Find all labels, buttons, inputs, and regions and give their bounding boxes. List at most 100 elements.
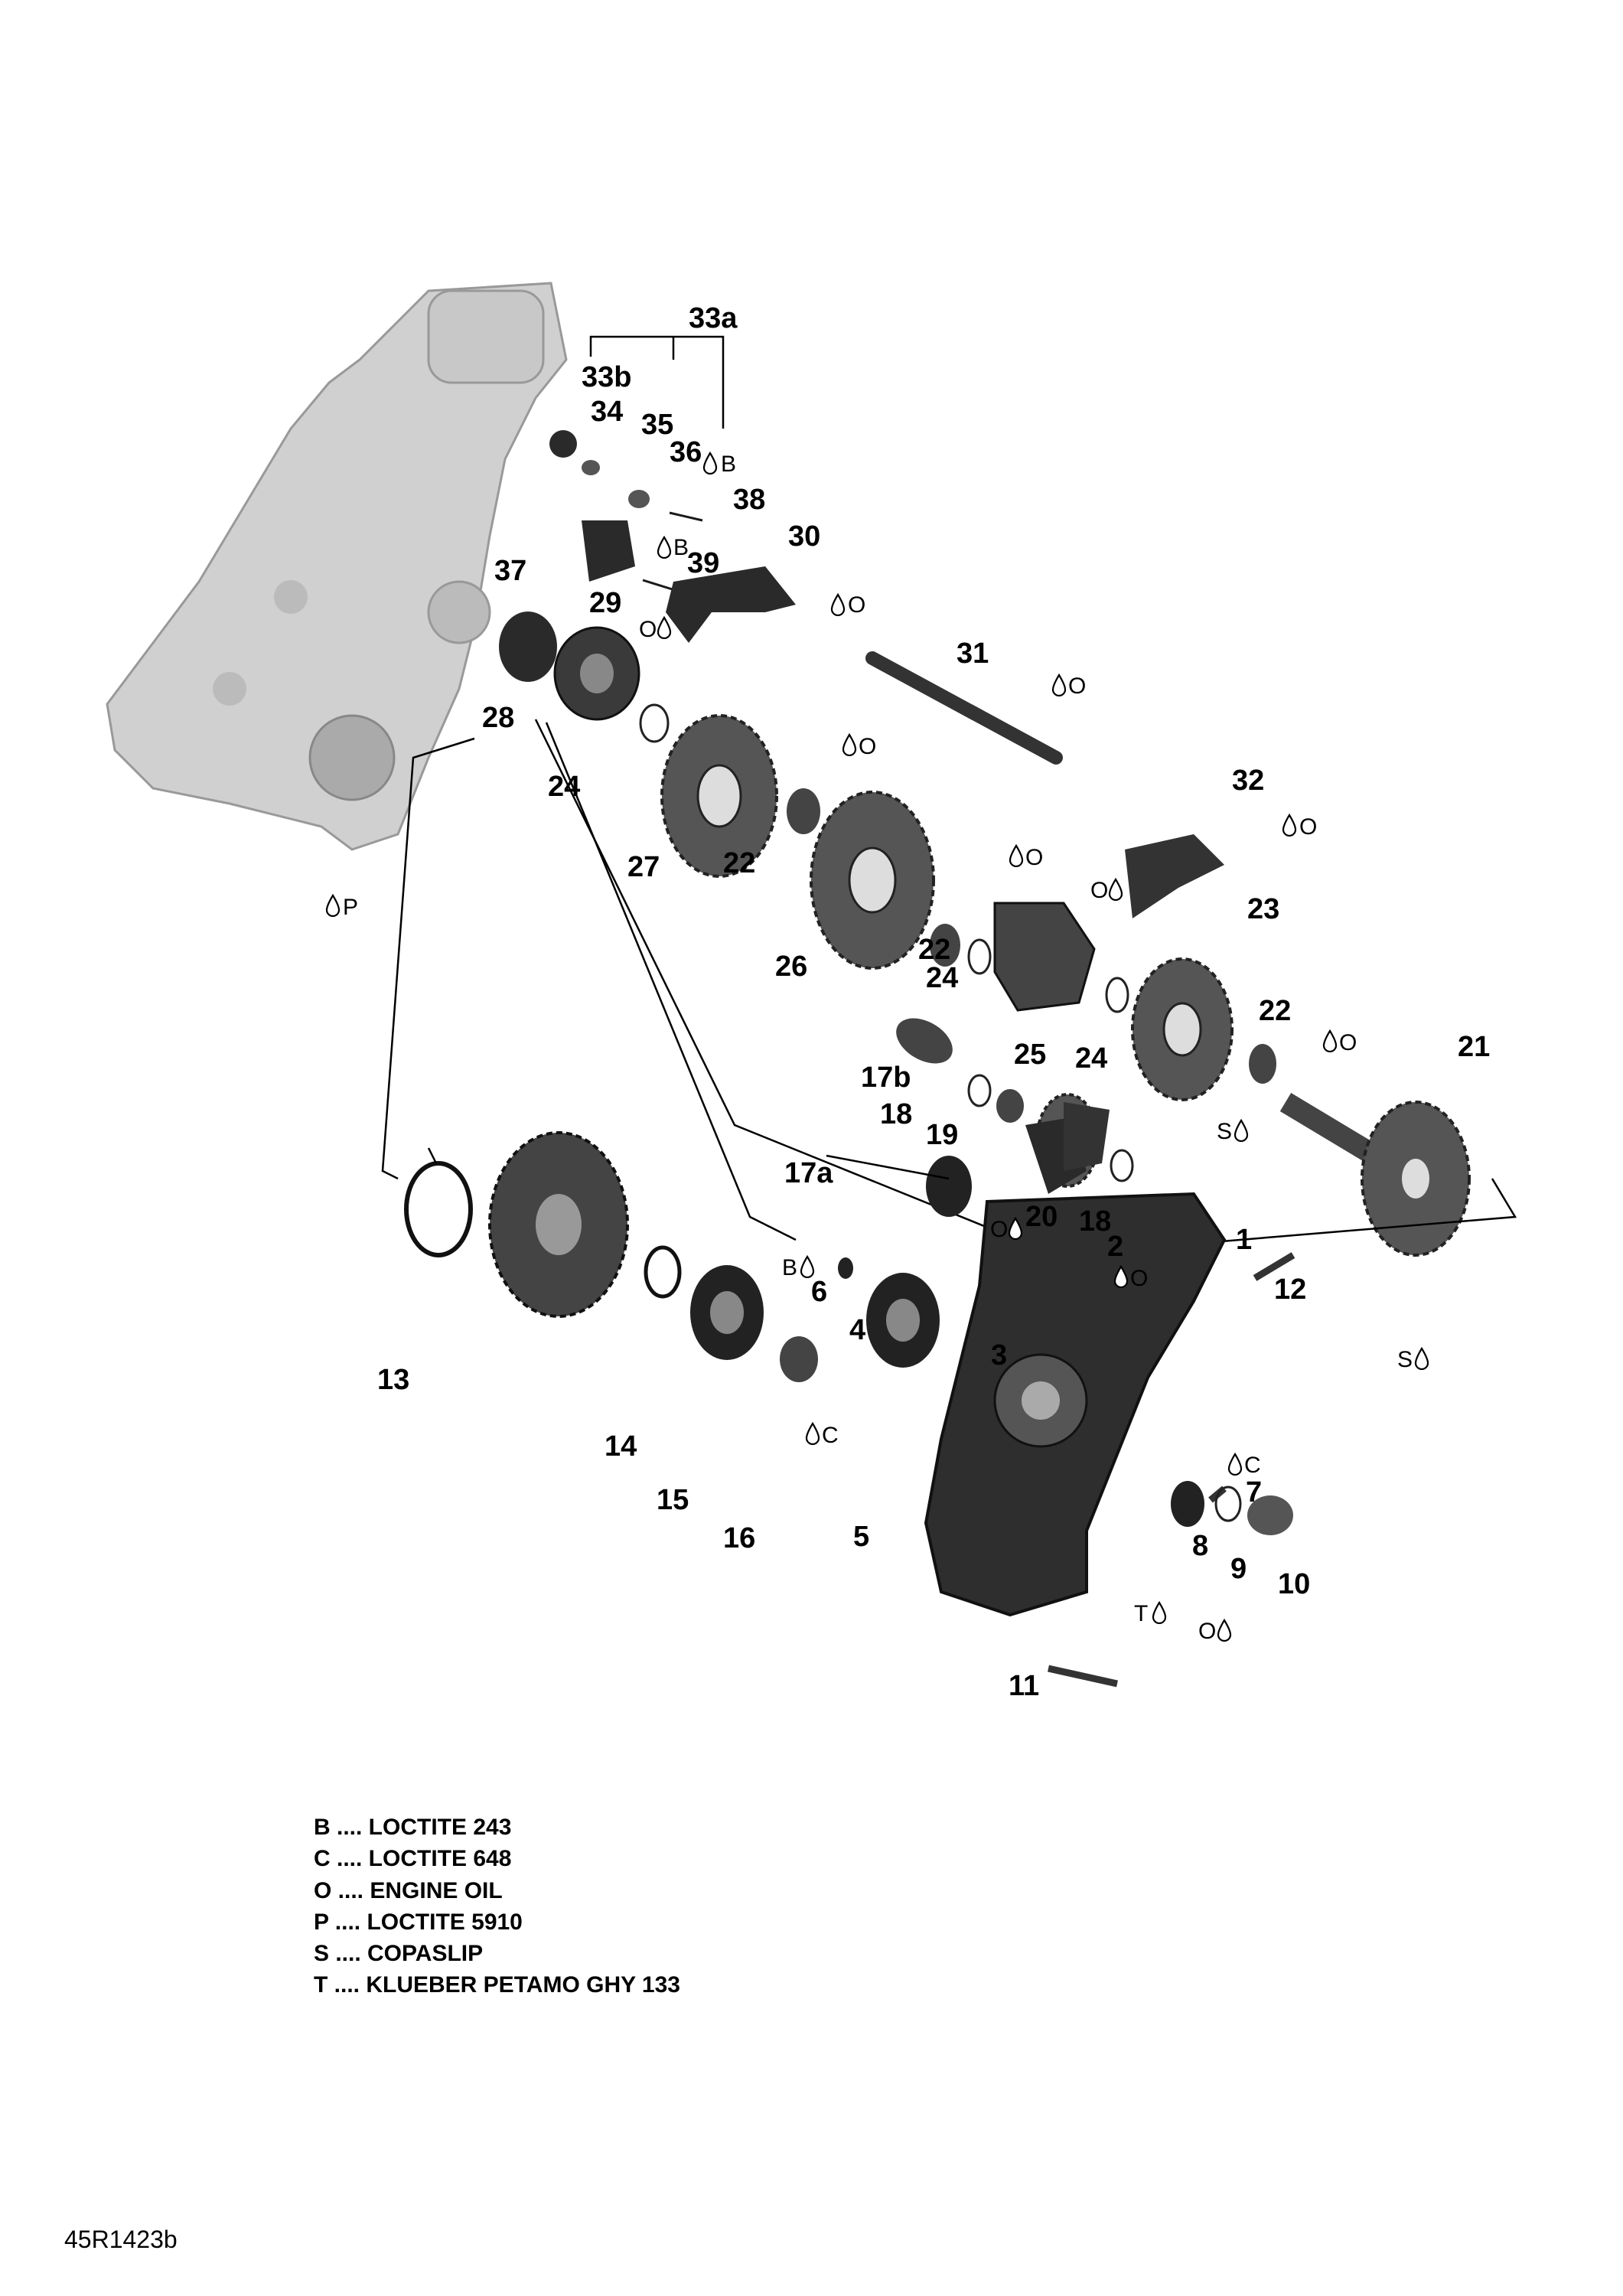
lube-o1: O xyxy=(830,592,865,618)
svg-text:O: O xyxy=(1068,673,1086,699)
callout-18-b: 18 xyxy=(1079,1205,1111,1238)
lube-o4: O xyxy=(842,733,876,759)
callout-30: 30 xyxy=(788,520,820,553)
lube-t1: T xyxy=(1134,1601,1167,1626)
callout-19: 19 xyxy=(926,1119,958,1151)
callout-10: 10 xyxy=(1278,1568,1310,1600)
svg-text:B: B xyxy=(673,535,689,560)
callout-27: 27 xyxy=(627,851,660,883)
legend-b: B .... LOCTITE 243 xyxy=(314,1815,511,1840)
svg-text:B: B xyxy=(721,452,736,477)
lube-o3: O xyxy=(1051,673,1086,699)
callout-17a: 17a xyxy=(784,1157,833,1189)
legend-o: O .... ENGINE OIL xyxy=(314,1878,503,1903)
callout-21: 21 xyxy=(1458,1031,1490,1063)
callout-28: 28 xyxy=(482,702,514,734)
lube-p1: P xyxy=(325,894,358,920)
lube-s2: S xyxy=(1397,1347,1429,1372)
svg-text:O: O xyxy=(639,617,657,642)
callout-12: 12 xyxy=(1274,1274,1306,1306)
shift-parts-upper xyxy=(499,430,796,743)
callout-22-a: 22 xyxy=(723,847,755,879)
kit-33a-bracket xyxy=(589,335,725,429)
svg-text:O: O xyxy=(1339,1030,1357,1055)
svg-text:O: O xyxy=(859,734,876,759)
callout-20: 20 xyxy=(1025,1201,1058,1233)
callout-38: 38 xyxy=(733,484,765,516)
callout-23: 23 xyxy=(1247,893,1279,925)
callout-24-upper: 24 xyxy=(548,771,580,803)
callout-32: 32 xyxy=(1232,765,1264,797)
callout-15: 15 xyxy=(657,1484,689,1516)
lubricant-marks: P B B B C C T S S O O O O O O O O O O O xyxy=(325,452,1429,1644)
legend-c: C .... LOCTITE 648 xyxy=(314,1846,511,1871)
svg-text:P: P xyxy=(343,895,358,920)
callout-22-c: 22 xyxy=(1259,995,1291,1027)
svg-text:C: C xyxy=(1244,1453,1261,1478)
callout-8: 8 xyxy=(1192,1530,1208,1562)
legend-s: S .... COPASLIP xyxy=(314,1941,483,1966)
svg-text:O: O xyxy=(1025,845,1043,870)
svg-text:O: O xyxy=(1130,1266,1148,1291)
callout-33b: 33b xyxy=(582,361,631,393)
lube-o2: O xyxy=(639,616,672,642)
callout-31: 31 xyxy=(957,638,989,670)
lubricant-legend: B .... LOCTITE 243 C .... LOCTITE 648 O … xyxy=(314,1815,680,1998)
callout-18-a: 18 xyxy=(880,1098,912,1130)
lube-b3: B xyxy=(782,1255,815,1280)
callout-33a: 33a xyxy=(689,302,738,334)
lube-o11: O xyxy=(1198,1619,1232,1644)
callout-17b: 17b xyxy=(861,1062,911,1094)
lube-o10: O xyxy=(1113,1265,1148,1291)
gears xyxy=(660,714,1471,1257)
shift-shaft xyxy=(865,651,1063,765)
lube-c2: C xyxy=(1227,1453,1261,1478)
svg-text:O: O xyxy=(1090,878,1108,903)
lube-o5: O xyxy=(1009,844,1043,870)
lube-b2: B xyxy=(657,535,689,560)
svg-text:C: C xyxy=(822,1423,839,1448)
callout-13: 13 xyxy=(377,1364,409,1396)
svg-text:O: O xyxy=(848,592,865,618)
callout-37: 37 xyxy=(494,555,526,587)
lube-s1: S xyxy=(1217,1119,1249,1144)
callout-2: 2 xyxy=(1107,1231,1123,1263)
callout-36: 36 xyxy=(670,436,702,468)
callout-4: 4 xyxy=(849,1314,865,1346)
callout-9: 9 xyxy=(1230,1553,1247,1585)
callout-22-b: 22 xyxy=(918,934,950,966)
callout-34: 34 xyxy=(591,396,623,428)
lube-o9: O xyxy=(990,1217,1023,1242)
lube-c1: C xyxy=(805,1422,839,1448)
callout-6: 6 xyxy=(811,1276,827,1308)
leader-lines xyxy=(381,722,950,1241)
legend-p: P .... LOCTITE 5910 xyxy=(314,1910,523,1935)
callout-3: 3 xyxy=(991,1339,1007,1371)
lube-o7: O xyxy=(1090,878,1123,903)
svg-text:S: S xyxy=(1397,1347,1413,1372)
lube-o8: O xyxy=(1322,1029,1357,1055)
crankcase-housing xyxy=(106,282,568,851)
callout-24-lower: 24 xyxy=(1075,1042,1107,1075)
callout-7: 7 xyxy=(1246,1476,1262,1508)
callout-16: 16 xyxy=(723,1522,755,1554)
svg-text:B: B xyxy=(782,1255,797,1280)
cover-housing xyxy=(924,1192,1227,1617)
callout-11: 11 xyxy=(1009,1670,1039,1702)
svg-text:O: O xyxy=(1299,814,1317,840)
lube-o6: O xyxy=(1282,814,1317,840)
callout-26: 26 xyxy=(775,951,807,983)
svg-text:O: O xyxy=(1198,1619,1216,1644)
callout-29: 29 xyxy=(589,587,621,619)
svg-text:O: O xyxy=(990,1217,1008,1242)
callout-39: 39 xyxy=(687,547,719,579)
callout-5: 5 xyxy=(853,1521,869,1553)
diagram-reference-code: 45R1423b xyxy=(64,2226,178,2253)
callout-1: 1 xyxy=(1236,1224,1252,1256)
legend-t: T .... KLUEBER PETAMO GHY 133 xyxy=(314,1972,680,1998)
lower-parts xyxy=(404,1102,1295,1688)
callout-25: 25 xyxy=(1014,1039,1046,1071)
lube-b1: B xyxy=(702,452,736,477)
svg-text:S: S xyxy=(1217,1119,1232,1144)
